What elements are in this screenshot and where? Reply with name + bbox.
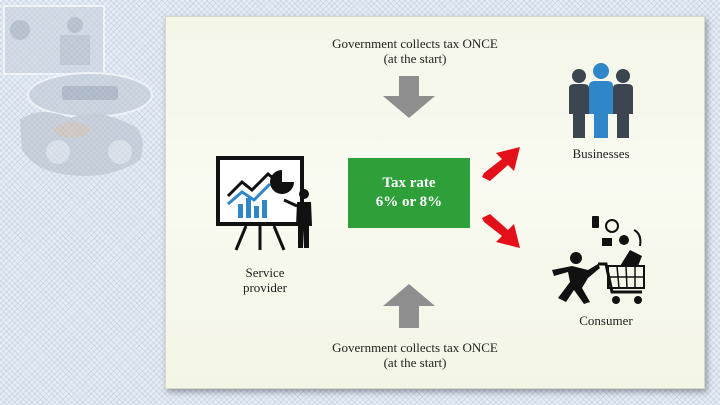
- red-arrow-icon: [482, 214, 520, 248]
- top-caption-line1: Government collects tax ONCE: [332, 36, 498, 51]
- service-provider-line2: provider: [242, 280, 288, 295]
- tax-rate-box: Tax rate 6% or 8%: [348, 158, 470, 228]
- gray-down-arrow-icon: [383, 76, 435, 118]
- top-caption-line2: (at the start): [383, 51, 447, 66]
- service-provider-label: Service provider: [225, 265, 305, 295]
- gray-up-arrow-icon: [383, 284, 435, 328]
- bottom-caption: Government collects tax ONCE (at the sta…: [290, 340, 540, 370]
- tax-rate-value: 6% or 8%: [375, 194, 443, 210]
- red-arrow-icon: [482, 147, 520, 181]
- decorative-corner-art: [3, 5, 153, 176]
- bottom-caption-line2: (at the start): [383, 355, 447, 370]
- service-provider-line1: Service: [245, 265, 285, 280]
- consumer-label: Consumer: [579, 313, 633, 328]
- presentation-board-icon: [216, 156, 312, 251]
- tax-rate-label: Tax rate: [382, 175, 436, 191]
- businesses-label: Businesses: [572, 146, 630, 161]
- bottom-caption-line1: Government collects tax ONCE: [332, 340, 498, 355]
- top-caption: Government collects tax ONCE (at the sta…: [290, 36, 540, 66]
- businesses-people-icon: [569, 63, 633, 138]
- shopping-cart-icon: [552, 216, 645, 304]
